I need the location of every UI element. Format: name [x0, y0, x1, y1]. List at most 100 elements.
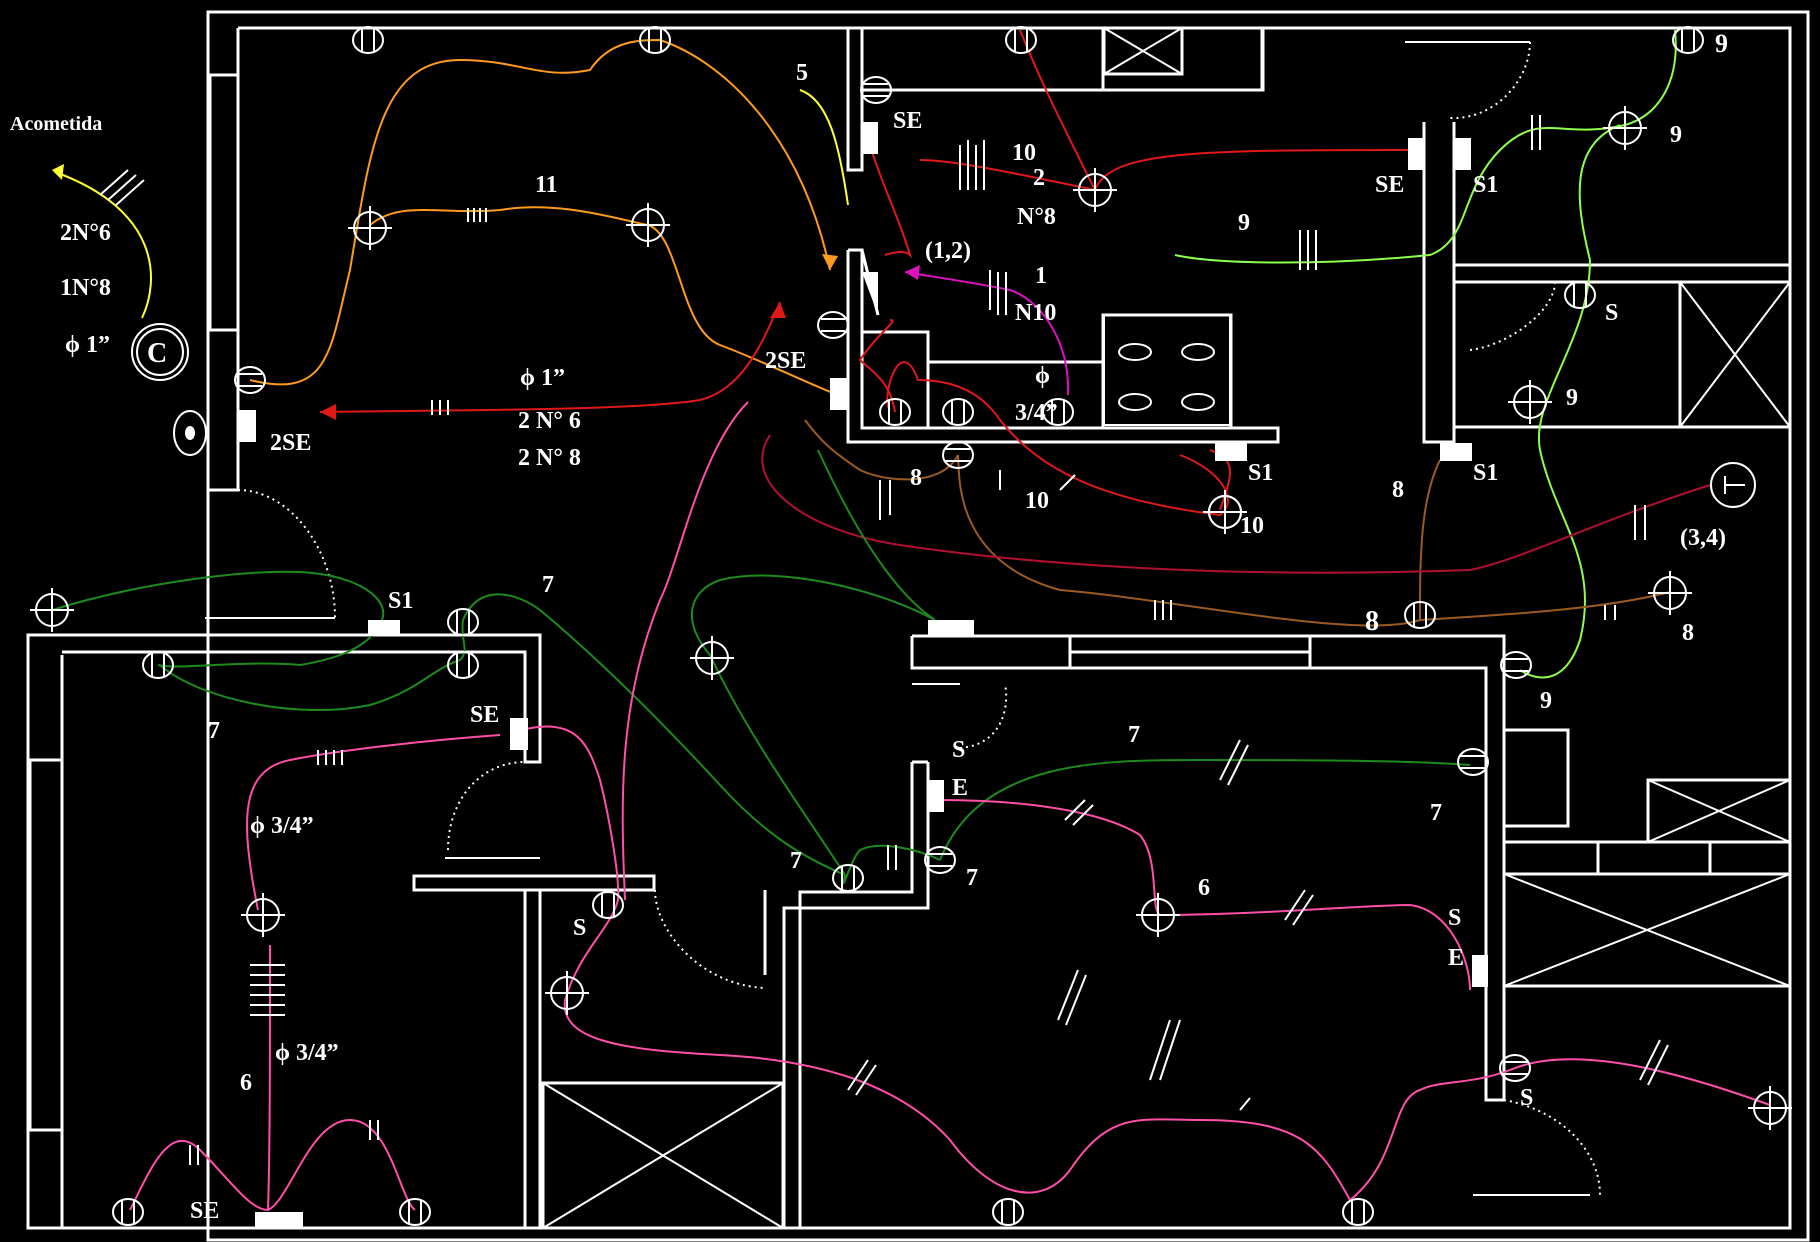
- circuit-label: 9: [1715, 29, 1728, 58]
- outlet-icon: [1404, 601, 1436, 629]
- circuit-label: (3,4): [1680, 525, 1726, 551]
- conductor-marks: [99, 115, 1669, 1165]
- ceiling-light-icon: [30, 588, 74, 632]
- circuit-label: 8: [1392, 477, 1404, 503]
- outlet-icon: [942, 441, 974, 469]
- outlet-icon: [142, 651, 174, 679]
- conductor-label: N10: [1015, 300, 1056, 326]
- ceiling-light-icon: [690, 636, 734, 680]
- circuit-label: 9: [1566, 385, 1578, 411]
- circuit-label: 5: [796, 60, 808, 86]
- arrow-red-panel: [320, 404, 336, 420]
- outlet-icon: [112, 1198, 144, 1226]
- outlet-icon: [352, 26, 384, 54]
- conduit-label: ϕ 3/4”: [275, 1040, 339, 1066]
- labels: Acometida 2N°6 1N°8 ϕ 1” C 2SE ϕ 1” 2 N°…: [10, 29, 1728, 1224]
- service-conduit: ϕ 1”: [65, 332, 110, 358]
- ceiling-light-icon: [1508, 380, 1552, 424]
- outlet-icon: [447, 651, 479, 679]
- outlet-icon: [1342, 1198, 1374, 1226]
- circuit-label: 11: [535, 172, 558, 198]
- circuit-label: 9: [1238, 210, 1250, 236]
- circuit-label: 7: [1128, 722, 1140, 748]
- e-label: E: [1448, 945, 1464, 971]
- circuit-label: 9: [1670, 122, 1682, 148]
- arrow-yellow-service: [52, 164, 64, 180]
- ground-icon: [173, 410, 207, 456]
- outlet-icon: [1672, 26, 1704, 54]
- outlet-icon: [399, 1198, 431, 1226]
- se-label: SE: [893, 108, 922, 134]
- doorbell-icon: [1710, 462, 1756, 508]
- circuit-label: 6: [240, 1070, 252, 1096]
- e-label: E: [952, 775, 968, 801]
- s-label: S: [952, 737, 965, 763]
- outlet-icon: [639, 26, 671, 54]
- outlet-icon: [924, 846, 956, 874]
- circuit-label: 8: [1682, 620, 1694, 646]
- circuit-label: 7: [790, 848, 802, 874]
- outlet-icon: [1564, 281, 1596, 309]
- outlet-icon: [592, 891, 624, 919]
- feeder-conduit: ϕ 1”: [520, 365, 565, 391]
- outlet-icon: [1500, 651, 1532, 679]
- service-title: Acometida: [10, 113, 102, 135]
- door-swings: [237, 41, 1601, 1196]
- circuit-label: 1: [1035, 263, 1047, 289]
- circuit-label: (1,2): [925, 238, 971, 264]
- circuit-label: 9: [1540, 688, 1552, 714]
- circuit-label: 7: [542, 572, 554, 598]
- outlet-icon: [879, 398, 911, 426]
- conduit-symbol: ϕ: [1035, 363, 1050, 389]
- ceiling-light-icon: [1073, 168, 1117, 212]
- s1-label: S1: [1248, 460, 1273, 486]
- meter-icon: [131, 323, 189, 381]
- outlet-icon: [234, 366, 266, 394]
- service-conductors-b: 1N°8: [60, 275, 111, 301]
- se-label: 2SE: [765, 348, 806, 374]
- s1-label: S1: [388, 588, 413, 614]
- ceiling-light-icon: [626, 203, 670, 247]
- se-label: SE: [470, 702, 499, 728]
- arrow-red-up: [770, 302, 786, 318]
- ceiling-light-icon: [1136, 893, 1180, 937]
- outlet-icon: [1457, 748, 1489, 776]
- circuit-label: 7: [1430, 800, 1442, 826]
- ceiling-light-icon: [348, 206, 392, 250]
- circuit-label: 7: [966, 865, 978, 891]
- s-label: S: [573, 915, 586, 941]
- outlet-icon: [817, 311, 849, 339]
- s1-label: S1: [1473, 172, 1498, 198]
- wiring: [51, 29, 1771, 1212]
- service-conductors-a: 2N°6: [60, 220, 111, 246]
- circuit-label: 8: [910, 465, 922, 491]
- outlet-icon: [447, 608, 479, 636]
- fixtures: [30, 26, 1792, 1228]
- panel-icons: [238, 122, 1488, 1228]
- feeder-line1: 2 N° 6: [518, 408, 581, 434]
- ceiling-light-icon: [545, 971, 589, 1015]
- s1-label: S1: [1473, 460, 1498, 486]
- outlet-icon: [1005, 26, 1037, 54]
- ceiling-light-icon: [241, 893, 285, 937]
- arrow-orange: [822, 254, 838, 270]
- panel-label: 2SE: [270, 430, 311, 456]
- meter-label: C: [147, 338, 167, 369]
- circuit-label: 10: [1012, 140, 1036, 166]
- s-label: S: [1605, 300, 1618, 326]
- circuit-label: 10: [1240, 513, 1264, 539]
- ceiling-light-icon: [1603, 106, 1647, 150]
- outlet-icon: [942, 398, 974, 426]
- s-label: S: [1448, 905, 1461, 931]
- feeder-line2: 2 N° 8: [518, 445, 581, 471]
- outlet-icon: [1499, 1054, 1531, 1082]
- circuit-label: 7: [208, 718, 220, 744]
- walls: [26, 10, 1810, 1242]
- arrow-magenta: [905, 265, 920, 280]
- ceiling-light-icon: [1208, 495, 1242, 529]
- outlet-icon: [992, 1198, 1024, 1226]
- conduit-label: ϕ 3/4”: [250, 813, 314, 839]
- se-label: SE: [190, 1198, 219, 1224]
- circuit-label: 6: [1198, 875, 1210, 901]
- conduit-label: 3/4”: [1015, 400, 1058, 426]
